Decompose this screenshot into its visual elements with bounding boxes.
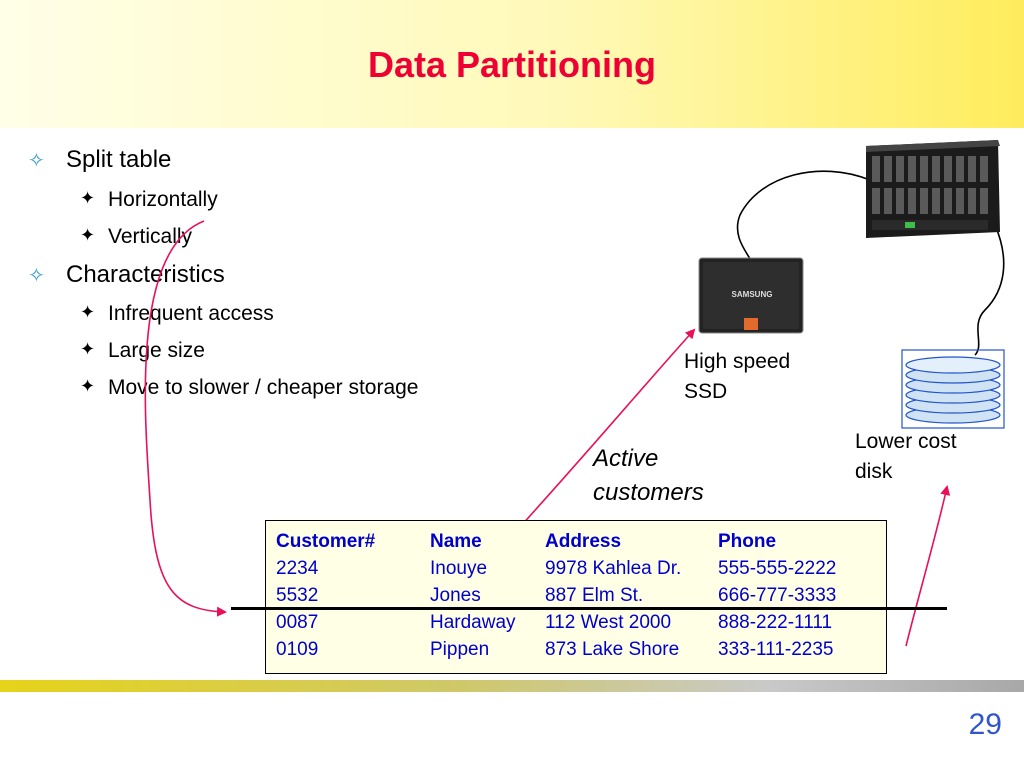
table-cell: Jones (430, 585, 481, 606)
partition-line (231, 607, 947, 610)
table-cell: 555-555-2222 (718, 558, 837, 579)
table-cell: Pippen (430, 639, 490, 660)
table-cell: 5532 (276, 585, 319, 606)
active-customers-label: Active customers (593, 442, 704, 510)
sub-bullet-label: Move to slower / cheaper storage (108, 376, 419, 399)
sub-bullet-label: Vertically (108, 225, 193, 248)
split-arrow (144, 220, 227, 617)
star-bullet-icon: ✦ (80, 302, 96, 322)
star-bullet-icon: ✦ (80, 339, 96, 359)
active-label-line: customers (593, 479, 704, 506)
customer-table: Customer# Name Address Phone 2234 Inouye… (265, 520, 887, 674)
disk-cable (974, 224, 1005, 356)
table-cell: 9978 Kahlea Dr. (545, 558, 682, 579)
ssd-drive-icon: SAMSUNG (698, 257, 804, 334)
disk-stack-icon (901, 349, 1005, 429)
title-band (0, 0, 1024, 128)
star-bullet-icon: ✦ (80, 225, 96, 245)
table-header: Phone (718, 531, 777, 552)
table-cell: 0087 (276, 612, 319, 633)
disk-label-line: Lower cost (855, 430, 957, 453)
table-cell: 2234 (276, 558, 319, 579)
table-cell: 666-777-3333 (718, 585, 837, 606)
ssd-label-line: High speed (684, 350, 791, 373)
ssd-label-line: SSD (684, 380, 728, 403)
table-header: Address (545, 531, 622, 552)
slide-title: Data Partitioning (367, 44, 657, 85)
table-cell: 887 Elm St. (545, 585, 644, 606)
star-bullet-icon: ✦ (80, 376, 96, 396)
bullet-label: Split table (66, 146, 172, 173)
star-bullet-icon: ✦ (80, 188, 96, 208)
table-cell: 0109 (276, 639, 319, 660)
table-header: Name (430, 531, 482, 552)
ssd-brand-label: SAMSUNG (732, 290, 773, 299)
page-number: 29 (968, 708, 1002, 741)
table-cell: 333-111-2235 (718, 639, 834, 660)
table-cell: 112 West 2000 (545, 612, 672, 633)
ssd-cable (736, 170, 871, 263)
ssd-label: High speed SSD (684, 347, 790, 407)
table-cell: Inouye (430, 558, 488, 579)
table-cell: 888-222-1111 (718, 612, 833, 633)
disk-label: Lower cost disk (855, 427, 957, 487)
footer-band (0, 680, 1024, 692)
table-cell: 873 Lake Shore (545, 639, 680, 660)
sub-bullet-label: Horizontally (108, 188, 218, 211)
active-customers-arrow (509, 328, 696, 539)
disk-arrow (905, 485, 951, 647)
disk-label-line: disk (855, 460, 893, 483)
active-label-line: Active (593, 445, 659, 472)
server-rack-icon (866, 140, 1000, 238)
sparkle-bullet-icon: ✧ (28, 150, 45, 172)
sparkle-bullet-icon: ✧ (28, 265, 45, 287)
sub-bullet-label: Large size (108, 339, 205, 362)
bullet-label: Characteristics (66, 261, 225, 288)
table-cell: Hardaway (430, 612, 516, 633)
table-header: Customer# (276, 531, 376, 552)
